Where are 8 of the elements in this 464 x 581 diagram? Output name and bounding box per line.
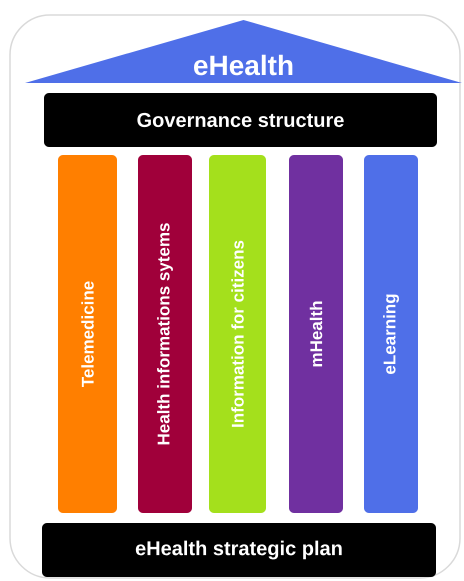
pillar: Health informations sytems: [138, 155, 192, 513]
pillar: Information for citizens: [209, 155, 266, 513]
pillar: mHealth: [289, 155, 343, 513]
banner-bar: Governance structure: [44, 93, 437, 147]
banner-bar: eHealth strategic plan: [42, 523, 436, 577]
pillar: Telemedicine: [58, 155, 117, 513]
roof-triangle: eHealth: [25, 20, 462, 83]
pillar: eLearning: [364, 155, 418, 513]
